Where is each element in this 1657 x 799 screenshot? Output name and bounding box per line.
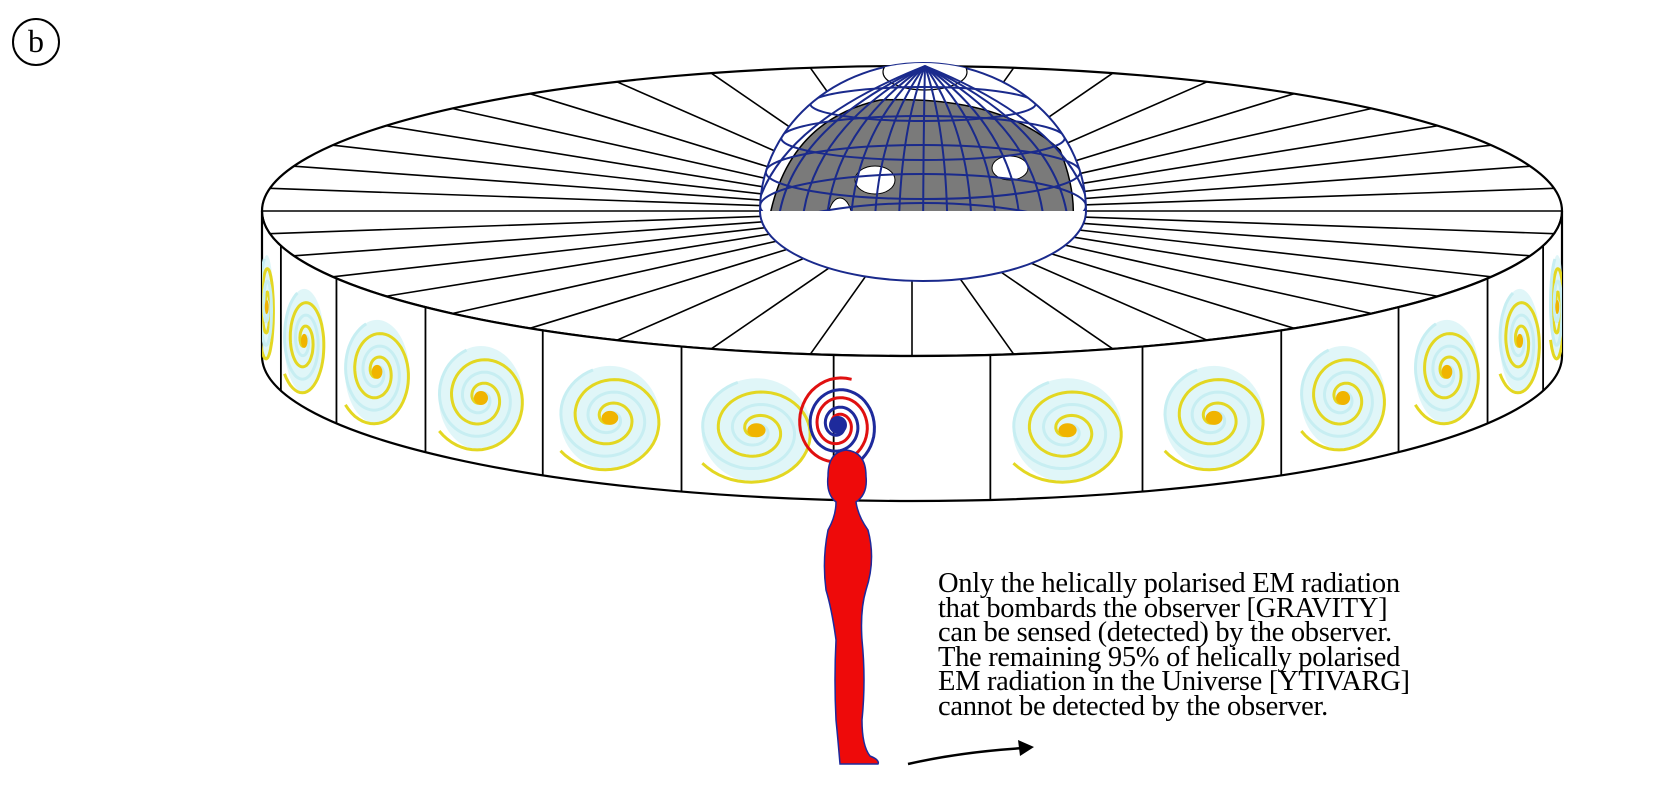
galaxy-core xyxy=(371,364,383,379)
galaxy-core xyxy=(264,299,269,314)
meridian-line xyxy=(924,65,1022,211)
arrow-shaft xyxy=(907,746,1025,766)
caption-line: Only the helically polarised EM radiatio… xyxy=(938,568,1400,599)
meridian-line xyxy=(924,65,998,211)
galaxy-core xyxy=(1441,364,1453,379)
galaxy-spiral-icon xyxy=(283,288,326,395)
caption-line: can be sensed (detected) by the observer… xyxy=(938,617,1392,648)
galaxy-spiral-icon xyxy=(1413,319,1480,426)
caption-line: EM radiation in the Universe [YTIVARG] xyxy=(938,666,1410,697)
observer-figure-icon xyxy=(823,449,880,765)
meridian-line xyxy=(924,65,1086,211)
disk-spoke xyxy=(386,124,807,195)
disk-spoke xyxy=(1035,219,1531,257)
galaxy-core xyxy=(1205,410,1223,425)
disk-spoke xyxy=(293,165,789,203)
caption: Only the helically polarised EM radiatio… xyxy=(938,568,1657,722)
galaxy-arm xyxy=(1300,358,1386,452)
disk-spoke xyxy=(386,227,807,298)
caption-line: that bombards the observer [GRAVITY] xyxy=(938,592,1388,624)
galaxy-panels xyxy=(262,254,1562,484)
galaxy-core xyxy=(1058,423,1077,438)
caption-line: The remaining 95% of helically polarised xyxy=(938,641,1401,673)
galaxy-spiral-icon xyxy=(559,365,661,472)
disk-spoke xyxy=(332,144,797,199)
disk-spoke xyxy=(1027,144,1492,199)
galaxy-spiral-icon xyxy=(1012,378,1123,484)
galaxy-spiral-icon xyxy=(344,319,410,426)
disk-spoke xyxy=(332,223,797,278)
galaxy-arm xyxy=(1163,378,1265,472)
galaxy-spiral-icon xyxy=(1300,346,1386,452)
meridian-line xyxy=(824,65,926,211)
galaxy-core xyxy=(300,333,308,348)
meridian-line xyxy=(760,65,926,211)
land-gap xyxy=(854,165,896,195)
arrow-icon xyxy=(907,740,1034,766)
panel-label: b xyxy=(12,18,60,66)
galaxy-core xyxy=(1516,333,1524,348)
meridian-line xyxy=(922,65,926,211)
galaxy-spiral-icon xyxy=(701,378,812,484)
globe-icon xyxy=(758,62,1088,282)
galaxy-arm xyxy=(1414,332,1480,426)
disk-spoke xyxy=(1017,124,1438,195)
disk-spoke xyxy=(269,214,784,235)
galaxy-spiral-icon xyxy=(262,254,275,361)
disk-spoke xyxy=(1040,187,1555,208)
disk-spoke xyxy=(529,233,836,330)
disk-spoke xyxy=(1027,223,1492,278)
meridian-line xyxy=(924,65,949,211)
galaxy-core xyxy=(1335,391,1351,406)
caption-line: cannot be detected by the observer. xyxy=(938,690,1328,722)
meridian-line xyxy=(924,65,973,211)
globe-grid xyxy=(760,65,1086,211)
disk-spoke xyxy=(1040,214,1555,235)
meridian-line xyxy=(897,65,926,211)
galaxy-spiral-icon xyxy=(1163,365,1265,472)
helix-core xyxy=(829,416,847,434)
arrow-head xyxy=(1018,740,1034,756)
galaxy-spiral-icon xyxy=(1549,254,1562,361)
observer-body xyxy=(823,449,880,765)
meridian-line xyxy=(776,65,926,211)
galaxy-core xyxy=(601,410,619,425)
galaxy-spiral-icon xyxy=(437,346,524,452)
galaxy-core xyxy=(747,423,766,438)
disk-spoke xyxy=(1017,227,1438,298)
meridian-line xyxy=(924,65,1070,211)
helix-spiral-icon xyxy=(798,376,876,469)
meridian-line xyxy=(800,65,926,211)
disk-spoke xyxy=(1035,165,1531,203)
disk-spoke xyxy=(293,219,789,257)
meridian-line xyxy=(873,65,926,211)
disk-spoke xyxy=(452,107,821,192)
galaxy-core xyxy=(473,391,489,406)
disk-spoke xyxy=(269,187,784,208)
galaxy-core xyxy=(1555,299,1560,314)
meridian-line xyxy=(924,65,1046,211)
galaxy-arm xyxy=(283,301,326,395)
disk-spoke xyxy=(452,230,821,315)
galaxy-spiral-icon xyxy=(1498,288,1541,395)
meridian-line xyxy=(849,65,926,211)
